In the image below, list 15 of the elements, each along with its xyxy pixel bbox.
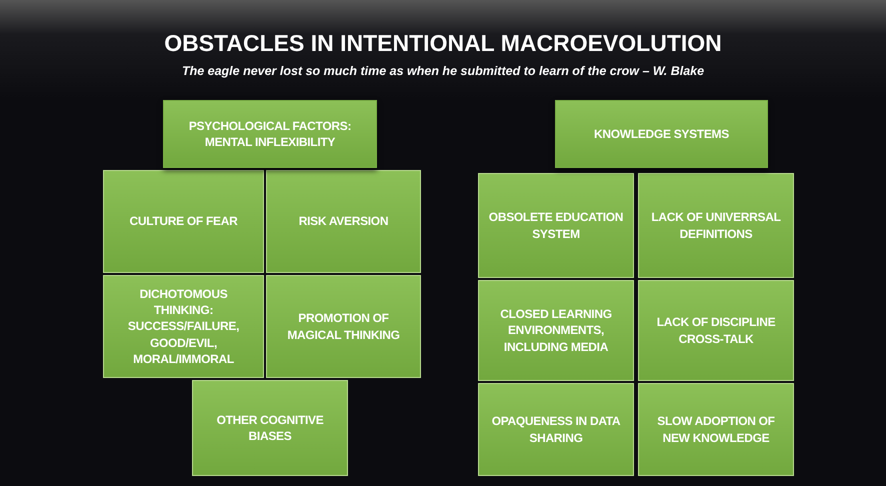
quote-subtitle: The eagle never lost so much time as when he submitted to learn of the crow – W. Blake	[180, 64, 706, 78]
obstacle-box: CULTURE OF FEAR	[103, 170, 264, 273]
obstacle-box: PROMOTION OF MAGICAL THINKING	[266, 275, 421, 378]
obstacle-box: OBSOLETE EDUCATION SYSTEM	[478, 173, 634, 278]
slide-title: OBSTACLES IN INTENTIONAL MACROEVOLUTION	[163, 30, 723, 57]
category-header-box: KNOWLEDGE SYSTEMS	[555, 100, 768, 168]
obstacle-box: OTHER COGNITIVE BIASES	[192, 380, 348, 476]
category-header-box: PSYCHOLOGICAL FACTORS: MENTAL INFLEXIBILITY	[163, 100, 377, 168]
obstacle-box: LACK OF DISCIPLINE CROSS-TALK	[638, 280, 794, 381]
obstacle-box: LACK OF UNIVERRSAL DEFINITIONS	[638, 173, 794, 278]
obstacle-box: RISK AVERSION	[266, 170, 421, 273]
obstacle-box: SLOW ADOPTION OF NEW KNOWLEDGE	[638, 383, 794, 476]
obstacle-box: DICHOTOMOUS THINKING: SUCCESS/FAILURE, GOOD/EVIL, MORAL/IMMORAL	[103, 275, 264, 378]
obstacle-box: OPAQUENESS IN DATA SHARING	[478, 383, 634, 476]
obstacle-box: CLOSED LEARNING ENVIRONMENTS, INCLUDING MEDIA	[478, 280, 634, 381]
